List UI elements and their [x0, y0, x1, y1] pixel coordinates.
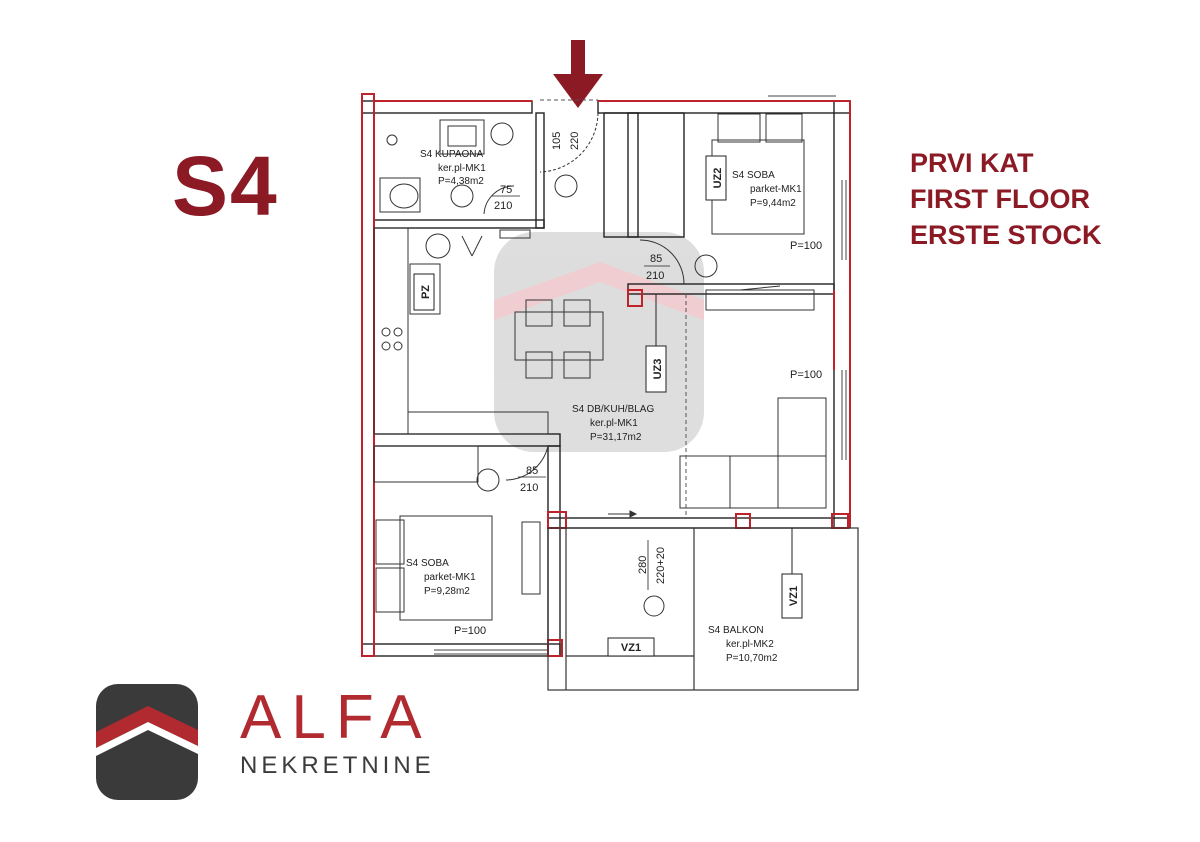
balcony-outline: [547, 527, 859, 691]
room-label-balcony: S4 BALKON ker.pl-MK2 P=10,70m2: [708, 625, 778, 664]
brand-subtitle: NEKRETNINE: [240, 752, 435, 779]
tag-vz1-vertical: VZ1: [781, 528, 803, 619]
room-floor: parket-MK1: [750, 184, 802, 195]
room-floor: parket-MK1: [424, 572, 476, 583]
tag-uz3: UZ3: [645, 294, 667, 393]
floor-label-hr: PRVI KAT: [910, 148, 1034, 178]
room-name: S4 BALKON: [708, 625, 764, 636]
tag-uz2: UZ2: [705, 155, 727, 201]
room-label-living: S4 DB/KUH/BLAG ker.pl-MK1 P=31,17m2: [572, 404, 654, 443]
tag-vz1-text: VZ1: [621, 642, 641, 654]
floor-labels: PRVI KAT FIRST FLOOR ERSTE STOCK: [910, 145, 1102, 253]
room-name: S4 KUPAONA: [420, 149, 483, 160]
entrance-arrow-icon: [553, 40, 603, 108]
wall-highlight: [361, 93, 851, 657]
dashed-lines: [540, 99, 687, 518]
dim-door-bed1-w: 85: [650, 253, 662, 265]
room-area: P=9,44m2: [750, 198, 796, 209]
room-name: S4 DB/KUH/BLAG: [572, 404, 654, 415]
bed-2: [373, 445, 541, 621]
dim-entry-height: 220: [569, 132, 581, 150]
room-area: P=31,17m2: [590, 432, 642, 443]
kitchen-fixtures: [373, 227, 549, 435]
room-name: S4 SOBA: [732, 170, 775, 181]
tag-vz1-horizontal: VZ1: [607, 637, 655, 657]
tag-pz: PZ: [413, 273, 435, 311]
bathroom-fixtures: [379, 119, 514, 213]
room-floor: ker.pl-MK2: [726, 639, 774, 650]
brand: ALFA NEKRETNINE: [240, 685, 435, 781]
room-label-bathroom: S4 KUPAONA ker.pl-MK1 P=4,38m2: [420, 149, 486, 187]
room-floor: ker.pl-MK1: [590, 418, 638, 429]
floor-label-en: FIRST FLOOR: [910, 184, 1090, 214]
dim-balcony-door-w: 280: [637, 556, 649, 574]
room-label-bedroom-2: S4 SOBA parket-MK1 P=9,28m2: [406, 558, 476, 597]
watermark-logo: [494, 232, 704, 452]
dim-door-bath-h: 210: [494, 200, 512, 212]
windows: [434, 95, 847, 655]
tag-vz1-text: VZ1: [788, 586, 800, 606]
room-floor: ker.pl-MK1: [438, 163, 486, 174]
door-swings: [483, 112, 685, 617]
dim-window-living: P=100: [790, 369, 822, 381]
tag-uz3-text: UZ3: [652, 359, 664, 380]
brand-name: ALFA: [240, 683, 432, 752]
room-area: P=4,38m2: [438, 176, 484, 187]
tag-uz2-text: UZ2: [712, 168, 724, 189]
room-name: S4 SOBA: [406, 558, 449, 569]
floor-label-de: ERSTE STOCK: [910, 220, 1102, 250]
dim-door-bed2-w: 85: [526, 465, 538, 477]
room-label-bedroom-1: S4 SOBA parket-MK1 P=9,44m2: [732, 170, 802, 209]
room-area: P=10,70m2: [726, 653, 778, 664]
unit-title: S4: [172, 139, 279, 233]
dining-set: [514, 299, 604, 379]
dim-door-bed1-h: 210: [646, 270, 664, 282]
tag-pz-text: PZ: [420, 285, 432, 299]
dim-entry-width: 105: [551, 132, 563, 150]
bed-1: [694, 113, 815, 311]
dim-door-bed2-h: 210: [520, 482, 538, 494]
dimension-labels: 105 220 75 210 85 210 85 210 280 220+20 …: [454, 132, 822, 637]
dim-window-bed2: P=100: [454, 625, 486, 637]
alfa-logo-icon: [96, 684, 198, 800]
dim-door-bath-w: 75: [500, 184, 512, 196]
dim-window-bed1: P=100: [790, 240, 822, 252]
dim-balcony-door-h: 220+20: [655, 547, 667, 584]
room-area: P=9,28m2: [424, 586, 470, 597]
sofa: [679, 397, 827, 509]
